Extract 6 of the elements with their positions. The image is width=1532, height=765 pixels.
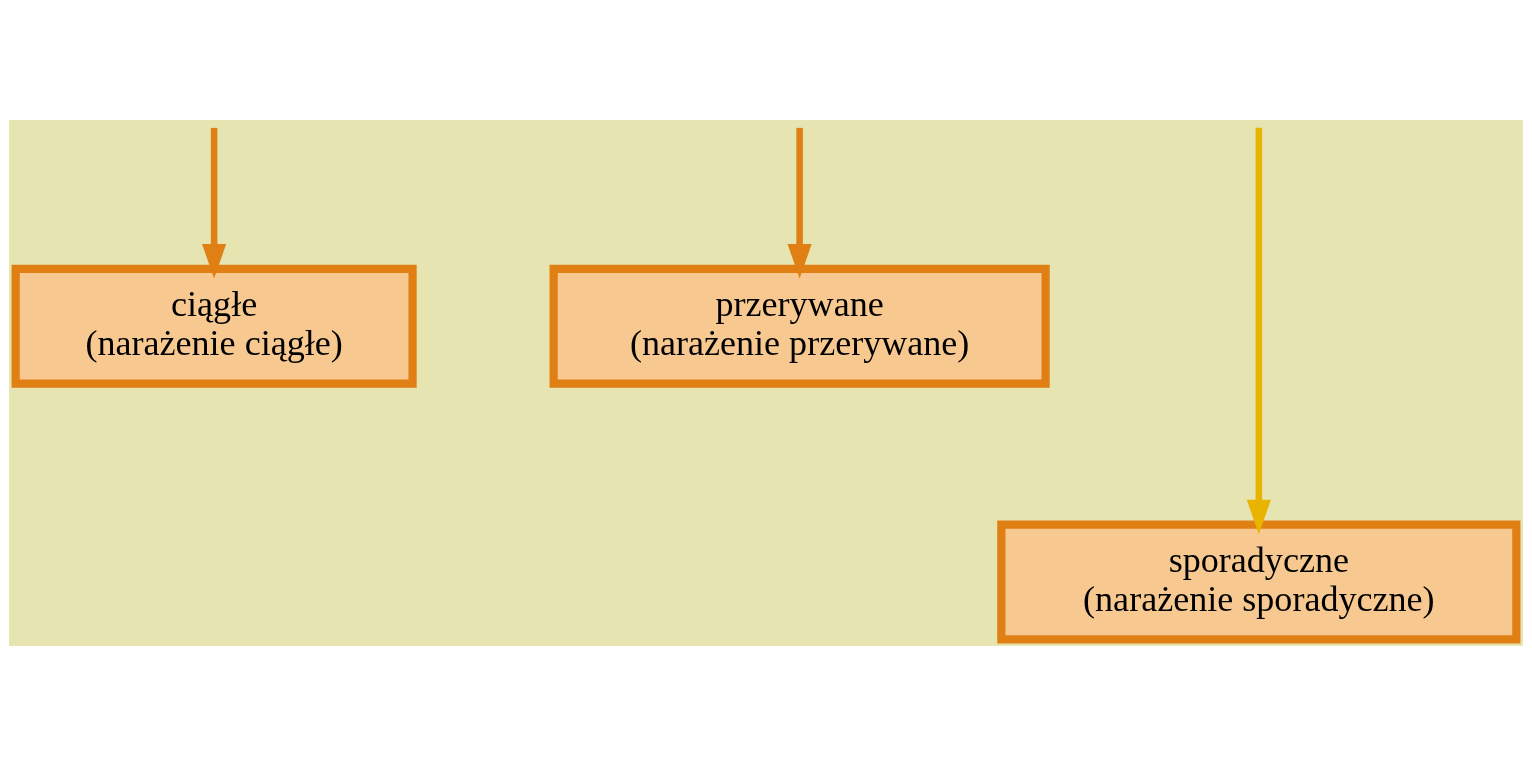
arrow bbox=[787, 127, 812, 279]
node-box: sporadyczne (narażenie sporadyczne) bbox=[997, 520, 1521, 644]
node-box: ciągłe (narażenie ciągłe) bbox=[11, 264, 417, 388]
arrow bbox=[1246, 127, 1271, 534]
arrow bbox=[202, 127, 227, 279]
node-box: przerywane (narażenie przerywane) bbox=[549, 264, 1050, 388]
